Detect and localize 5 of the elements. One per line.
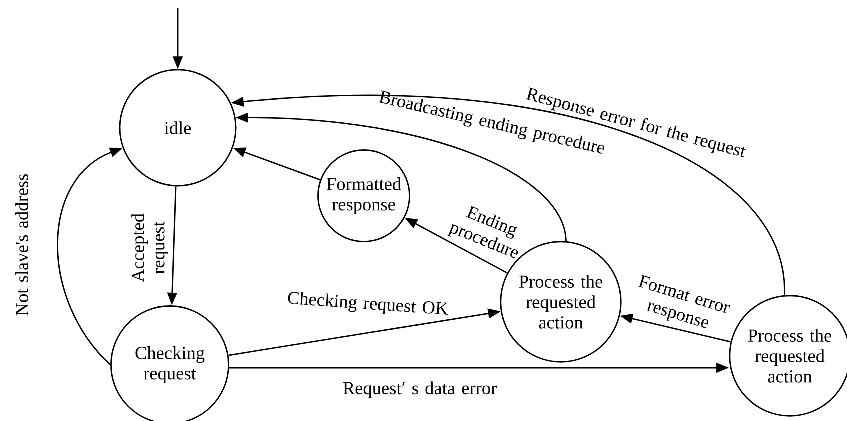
edge-label: Request′ s data error <box>343 382 497 398</box>
edge-label: Not slave's address <box>16 174 28 316</box>
edge-label: Format error response <box>638 275 730 328</box>
edge-label: Accepted request <box>132 214 168 282</box>
edge-label: Checking request OK <box>288 292 448 315</box>
